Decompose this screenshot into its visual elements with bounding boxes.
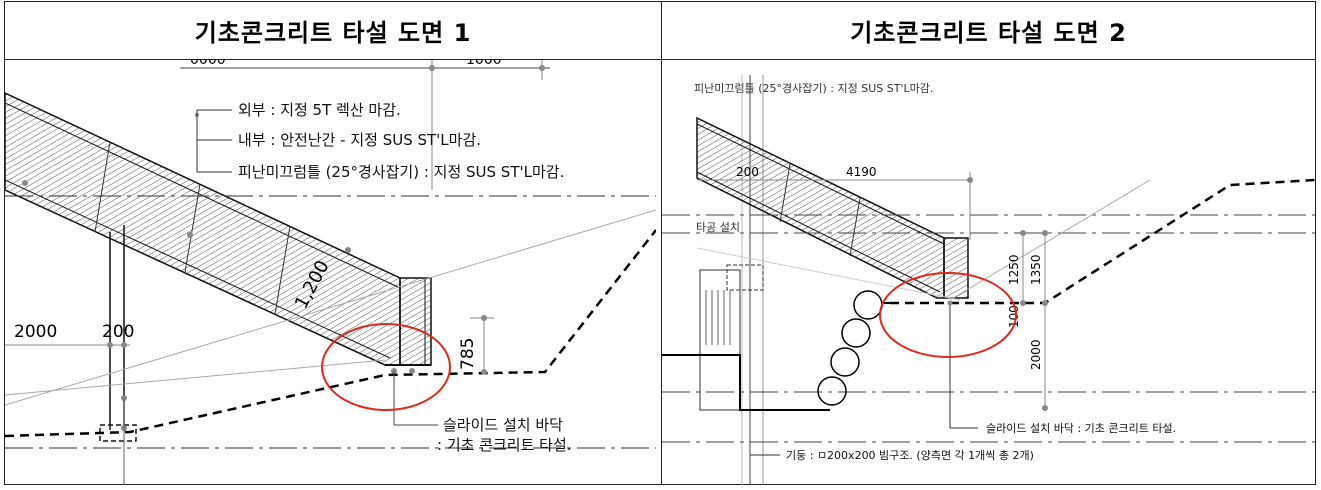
note-floor-left: 슬라이드 설치 바닥	[443, 416, 563, 434]
slide-end-box-right	[943, 237, 969, 299]
dim-2000: 2000	[14, 322, 57, 342]
right-header-note: 피난미끄럼틀 (25°경사잡기) : 지정 SUS ST'L마감.	[694, 82, 933, 95]
dim-200-right: 200	[736, 165, 759, 179]
dim-4190-right: 4190	[846, 165, 877, 179]
ground-line	[5, 229, 656, 438]
dim-100: 100	[1007, 305, 1021, 328]
panel-title-right: 기초콘크리트 타설 도면 2	[850, 19, 1127, 47]
panel-title-left: 기초콘크리트 타설 도면 1	[5, 2, 662, 59]
dim-1350: 1350	[1029, 254, 1043, 285]
header-divider	[5, 59, 1315, 60]
top-dim-left: 0000	[190, 52, 226, 68]
note-concrete-left: : 기초 콘크리트 타설.	[437, 436, 572, 454]
highlight-ellipse-right	[879, 272, 1017, 358]
dim-785: 785	[458, 338, 478, 370]
dim-1250: 1250	[1007, 254, 1021, 285]
dim-200: 200	[102, 322, 134, 342]
note-floor-right: 슬라이드 설치 바닥 : 기초 콘크리트 타설.	[986, 422, 1176, 435]
callout-slide: 피난미끄럼틀 (25°경사잡기) : 지정 SUS ST'L마감.	[238, 163, 564, 181]
drawing-sheet: 기초콘크리트 타설 도면 1 기초콘크리트 타설 도면 2	[4, 1, 1316, 485]
highlight-ellipse-left	[321, 323, 451, 411]
label-tagong: 타공 설치	[696, 221, 740, 234]
panel-divider	[661, 2, 662, 484]
top-dim-right: 1000	[466, 52, 502, 68]
callout-exterior: 외부 : 지정 5T 렉산 마감.	[238, 101, 401, 119]
note-column-right: 기둥 : ㅁ200x200 빔구조. (양측면 각 1개씩 총 2개)	[786, 449, 1034, 462]
dim-2000-right: 2000	[1029, 339, 1043, 370]
left-drawing: 0000 1000 외부 : 지정 5T 렉산 마감. 내	[5, 52, 656, 485]
right-drawing: 피난미끄럼틀 (25°경사잡기) : 지정 SUS ST'L마감. 200 41…	[662, 75, 1315, 485]
callout-interior: 내부 : 안전난간 - 지정 SUS ST'L마감.	[238, 131, 481, 149]
slide-end-box	[399, 277, 432, 366]
ground-line-right	[890, 178, 1315, 305]
slide-body-right	[696, 116, 945, 299]
